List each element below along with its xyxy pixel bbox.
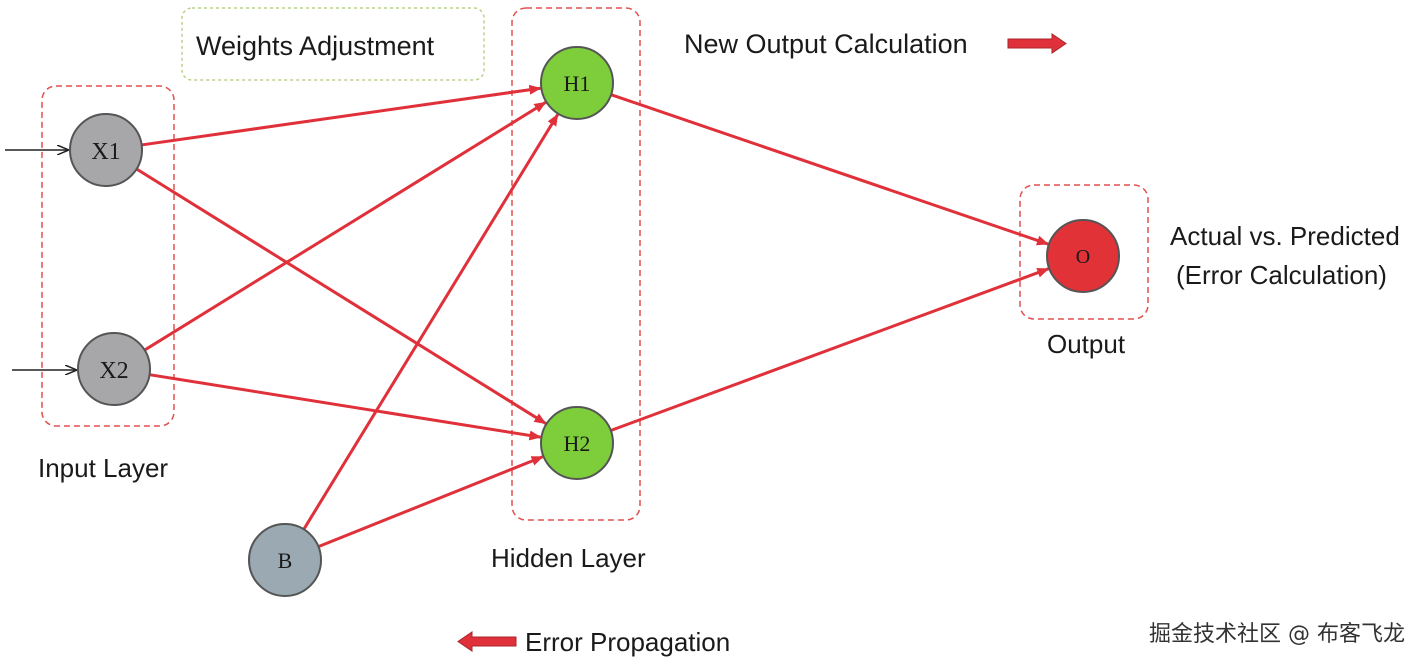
edge-x1-h2 — [135, 167, 547, 425]
edge-x2-h1 — [143, 101, 547, 352]
node-h1: H1 — [540, 46, 614, 120]
actual-vs-predicted-label: Actual vs. Predicted — [1170, 221, 1400, 251]
node-bias: B — [248, 523, 322, 597]
new-output-calculation-label: New Output Calculation — [684, 29, 968, 59]
edge-x1-h1 — [141, 84, 542, 147]
backward-arrow-icon — [457, 631, 517, 652]
node-x1: X1 — [69, 113, 143, 187]
input-layer-box — [41, 85, 175, 427]
edge-h1-o — [610, 93, 1049, 246]
node-x2: X2 — [77, 332, 151, 406]
weights-adjustment-box — [181, 7, 485, 81]
edge-b-h1 — [302, 113, 559, 531]
node-x1-label: X1 — [91, 139, 120, 165]
output-label: Output — [1047, 329, 1126, 359]
node-output-label: O — [1076, 246, 1090, 268]
node-output: O — [1046, 219, 1120, 293]
node-h1-label: H1 — [564, 71, 591, 96]
hidden-layer-label: Hidden Layer — [491, 543, 646, 573]
watermark-text: 掘金技术社区 @ 布客飞龙 — [1149, 622, 1405, 647]
output-box — [1019, 184, 1149, 320]
error-propagation-label: Error Propagation — [525, 627, 730, 657]
error-calculation-label: (Error Calculation) — [1176, 260, 1387, 290]
connection-edges — [135, 84, 1050, 549]
weights-adjustment-label: Weights Adjustment — [196, 31, 435, 61]
hidden-layer-box — [511, 7, 641, 521]
node-x2-label: X2 — [99, 358, 128, 384]
forward-arrow-icon — [1007, 33, 1067, 54]
edge-h2-o — [610, 267, 1050, 432]
edge-x2-h2 — [149, 373, 542, 441]
node-h2-label: H2 — [564, 431, 591, 456]
input-layer-label: Input Layer — [38, 453, 168, 483]
node-h2: H2 — [540, 406, 614, 480]
node-bias-label: B — [278, 548, 293, 573]
edge-b-h2 — [317, 455, 544, 549]
